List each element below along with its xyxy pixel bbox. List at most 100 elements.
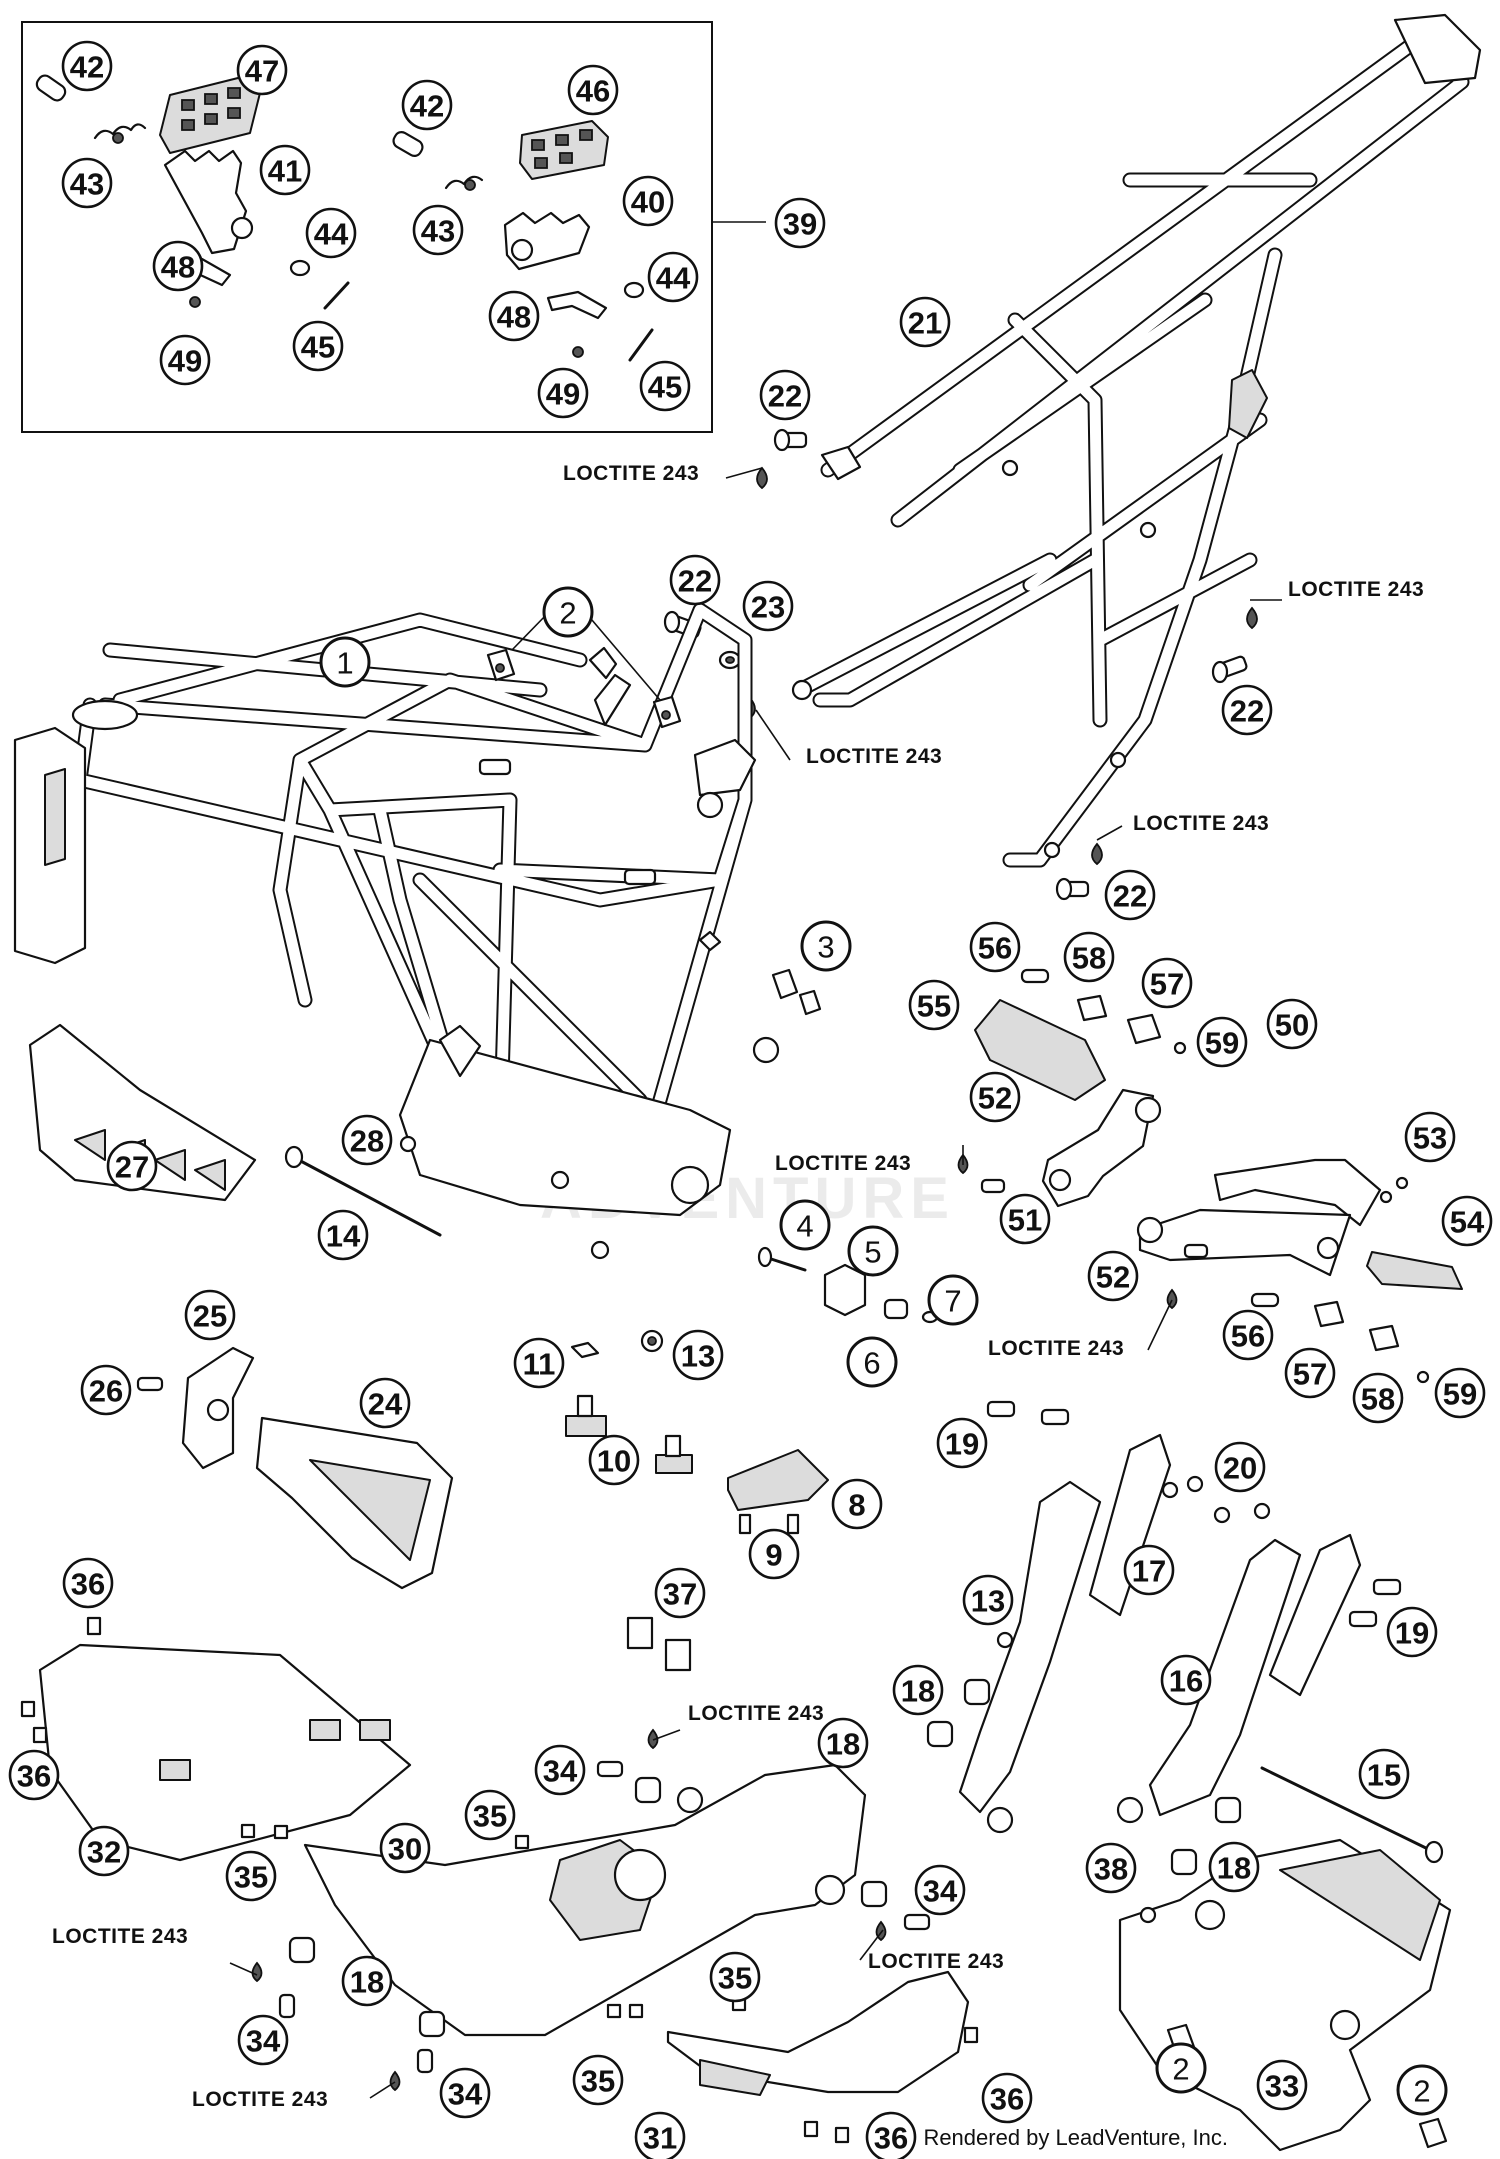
callout-circle	[774, 197, 826, 249]
bushing-18-lower	[1170, 1796, 1242, 1876]
callout-31: 31	[634, 2111, 686, 2159]
pin-56-lower	[1250, 1292, 1280, 1308]
callout-circle	[106, 1140, 158, 1192]
callout-2: 2	[542, 586, 594, 638]
callout-30: 30	[379, 1822, 431, 1874]
screw-22-lower	[1055, 877, 1090, 901]
screw-35-mid	[514, 1834, 530, 1850]
callout-19: 19	[1386, 1606, 1438, 1658]
callout-circle	[1441, 1195, 1493, 1247]
pin-42-left	[35, 74, 67, 102]
callout-circle	[159, 334, 211, 386]
callout-number: 35	[581, 2064, 615, 2099]
nut-49-right	[572, 346, 584, 358]
callout-circle	[634, 2111, 686, 2159]
callout-number: 51	[1008, 1203, 1042, 1238]
callout-number: 54	[1450, 1205, 1485, 1240]
screw-35-bottom	[606, 2003, 644, 2019]
callout-52: 52	[1087, 1250, 1139, 1302]
callout-50: 50	[1266, 998, 1318, 1050]
bushing-5	[823, 1263, 867, 1317]
bolt-4	[757, 1246, 807, 1272]
callout-39: 39	[774, 197, 826, 249]
callout-circle	[412, 204, 464, 256]
rubber-37	[626, 1616, 692, 1672]
callout-number: 49	[168, 344, 202, 379]
callout-25: 25	[184, 1289, 236, 1341]
callout-circle	[969, 921, 1021, 973]
bracket-17	[958, 1433, 1172, 1834]
screw-9	[738, 1513, 800, 1535]
callout-48: 48	[152, 240, 204, 292]
callout-circle	[401, 79, 453, 131]
loctite-drop-34-bottom	[389, 2070, 401, 2092]
callout-number: 45	[648, 370, 682, 405]
bolt-19-lower	[1348, 1578, 1402, 1628]
nut-49-left	[189, 296, 201, 308]
callout-number: 43	[421, 214, 455, 249]
callout-number: 18	[826, 1727, 860, 1762]
callout-circle	[225, 1850, 277, 1902]
callout-number: 16	[1169, 1664, 1203, 1699]
callout-59: 59	[1434, 1367, 1486, 1419]
loctite-label: LOCTITE 243	[806, 745, 942, 768]
callout-13: 13	[672, 1329, 724, 1381]
nut-28	[399, 1135, 417, 1153]
bracket-51	[1041, 1088, 1162, 1208]
callout-8: 8	[831, 1478, 883, 1530]
callout-number: 18	[901, 1674, 935, 1709]
footrest-47	[159, 74, 261, 154]
bushing-18-left	[288, 1936, 446, 2038]
callout-circle	[236, 44, 288, 96]
callout-27: 27	[106, 1140, 158, 1192]
loctite-label: LOCTITE 243	[1133, 812, 1269, 835]
callout-1: 1	[319, 636, 371, 688]
callout-16: 16	[1160, 1654, 1212, 1706]
callout-45: 45	[292, 320, 344, 372]
callout-circle	[1196, 1016, 1248, 1068]
clip-2-right	[652, 695, 682, 729]
callout-number: 43	[70, 167, 104, 202]
callout-number: 4	[796, 1209, 813, 1244]
callout-number: 40	[631, 185, 665, 220]
callout-number: 42	[70, 50, 104, 85]
callout-number: 52	[1096, 1260, 1130, 1295]
loctite-drop-upper	[756, 466, 768, 490]
callout-20: 20	[1214, 1441, 1266, 1493]
callout-45: 45	[639, 360, 691, 412]
callout-number: 22	[678, 564, 712, 599]
callout-34: 34	[439, 2067, 491, 2119]
callout-number: 25	[193, 1299, 227, 1334]
callout-circle	[672, 1329, 724, 1381]
loctite-label: LOCTITE 243	[563, 462, 699, 485]
callout-circle	[379, 1822, 431, 1874]
nut-20	[1161, 1475, 1271, 1524]
screw-38	[1139, 1906, 1157, 1924]
callout-circle	[1266, 998, 1318, 1050]
callout-number: 2	[559, 596, 576, 631]
callout-number: 50	[1275, 1008, 1309, 1043]
callout-circle	[647, 251, 699, 303]
callout-26: 26	[80, 1364, 132, 1416]
callout-number: 11	[523, 1347, 556, 1382]
callout-circle	[1141, 957, 1193, 1009]
callout-24: 24	[359, 1377, 411, 1429]
callout-circle	[1284, 1347, 1336, 1399]
callout-54: 54	[1441, 1195, 1493, 1247]
plate-58-upper	[1076, 994, 1108, 1022]
callout-11: 11	[513, 1337, 565, 1389]
nut-59-upper	[1173, 1041, 1187, 1055]
loctite-label: LOCTITE 243	[775, 1152, 911, 1175]
sleeve-6	[883, 1298, 909, 1320]
callout-36: 36	[8, 1749, 60, 1801]
callout-22: 22	[759, 369, 811, 421]
callout-circle	[439, 2067, 491, 2119]
callout-circle	[292, 320, 344, 372]
footrest-54	[1366, 1251, 1463, 1290]
callout-10: 10	[588, 1434, 640, 1486]
bushing-18-bracket	[926, 1678, 991, 1748]
bolt-34-right	[903, 1913, 931, 1931]
bolt-19-upper	[986, 1400, 1070, 1426]
callout-18: 18	[341, 1955, 393, 2007]
